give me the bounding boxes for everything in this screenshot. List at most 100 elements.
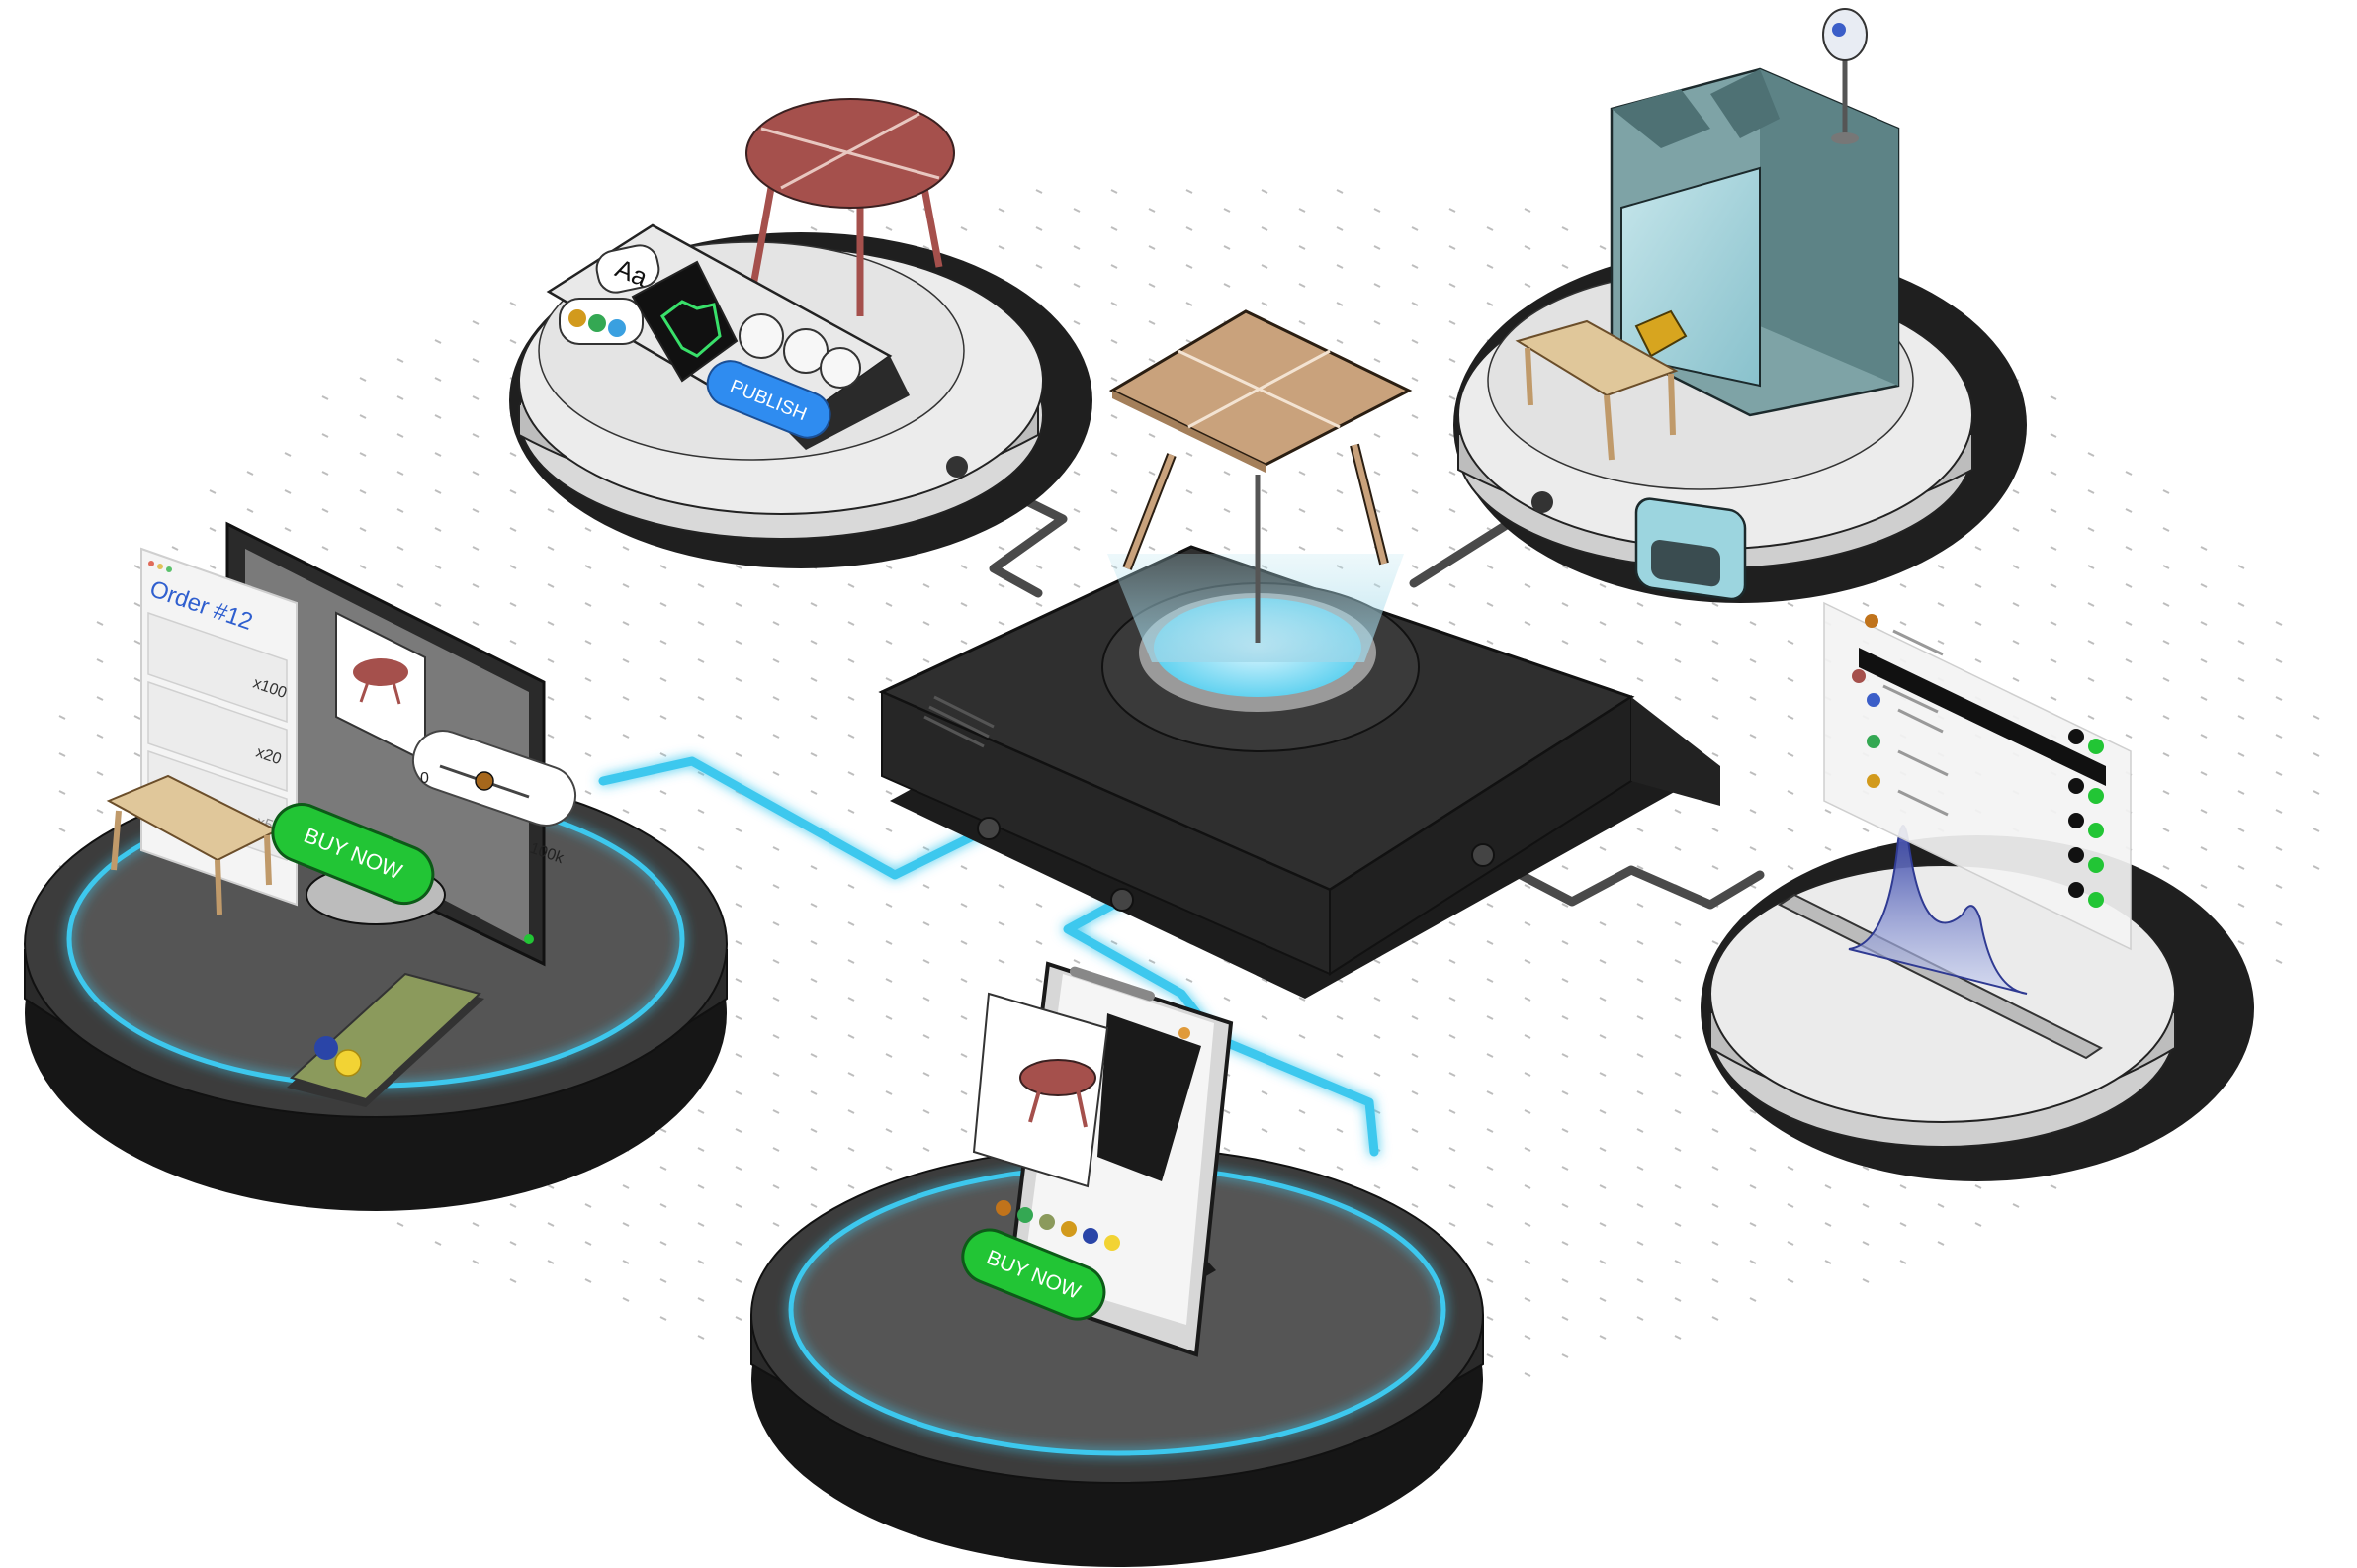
grid-dot [434, 414, 442, 419]
grid-dot [584, 565, 592, 569]
grid-dot [622, 658, 630, 663]
grid-dot [1298, 283, 1306, 288]
grid-dot [1749, 1109, 1757, 1114]
grid-dot [1524, 1335, 1531, 1340]
grid-dot [1223, 1147, 1231, 1152]
grid-dot [847, 696, 855, 701]
grid-dot [1035, 189, 1043, 194]
order-row-2[interactable] [147, 680, 288, 793]
grid-dot [1749, 1222, 1757, 1227]
grid-dot [772, 621, 780, 626]
grid-dot [2237, 602, 2245, 607]
grid-dot [810, 978, 818, 983]
grid-dot [2275, 809, 2283, 814]
grid-dot [1261, 489, 1268, 494]
grid-dot [1298, 508, 1306, 513]
grid-dot [2162, 677, 2170, 682]
grid-dot [922, 921, 930, 926]
grid-dot [1336, 489, 1344, 494]
grid-dot [2162, 527, 2170, 532]
swatch-orange[interactable] [568, 309, 586, 327]
grid-dot [321, 508, 329, 513]
grid-dot [547, 546, 555, 551]
swatch-green[interactable] [588, 314, 606, 332]
grid-dot [847, 734, 855, 739]
font-button[interactable] [593, 242, 661, 296]
grid-dot [1073, 471, 1081, 476]
grid-dot [998, 546, 1005, 551]
grid-dot [1448, 1147, 1456, 1152]
web-store-station: Order #12 x100 x20 x50 0 100k BUY NOW [24, 521, 728, 1211]
grid-dot [659, 715, 667, 720]
shirt-icon [659, 300, 722, 358]
grid-dot [2050, 433, 2057, 438]
grid-dot [1711, 940, 1719, 945]
mobile-swatch-4[interactable] [1061, 1221, 1077, 1237]
grid-dot [1073, 583, 1081, 588]
grid-dot [1261, 189, 1268, 194]
swatch-blue[interactable] [608, 319, 626, 337]
grid-dot [2313, 715, 2320, 720]
grid-dot [1636, 1316, 1644, 1321]
grid-dot [1636, 1090, 1644, 1095]
grid-dot [1674, 1222, 1682, 1227]
grid-dot [735, 752, 742, 757]
grid-dot [885, 226, 893, 231]
grid-dot [396, 471, 404, 476]
grid-dot [1599, 1335, 1607, 1340]
grid-dot [735, 677, 742, 682]
grid-dot [396, 395, 404, 400]
grid-dot [810, 677, 818, 682]
grid-dot [1261, 978, 1268, 983]
grid-dot [735, 602, 742, 607]
grid-dot [472, 395, 480, 400]
grid-dot [58, 752, 66, 757]
option-dial-1[interactable] [739, 313, 784, 359]
grid-dot [735, 565, 742, 569]
mobile-swatch-1[interactable] [996, 1200, 1011, 1216]
option-dial-2[interactable] [783, 328, 829, 374]
mobile-swatch-5[interactable] [1083, 1228, 1098, 1244]
grid-dot [922, 997, 930, 1002]
grid-dot [1411, 452, 1419, 457]
mobile-swatch-2[interactable] [1017, 1207, 1033, 1223]
grid-dot [1223, 997, 1231, 1002]
grid-dot [1561, 865, 1569, 870]
grid-dot [810, 1090, 818, 1095]
grid-dot [547, 1222, 555, 1227]
grid-dot [960, 602, 968, 607]
mobile-swatch-3[interactable] [1039, 1214, 1055, 1230]
grid-dot [922, 1034, 930, 1039]
grid-dot [810, 715, 818, 720]
grid-dot [1336, 452, 1344, 457]
grid-dot [1261, 264, 1268, 269]
grid-dot [2087, 640, 2095, 645]
grid-dot [1486, 302, 1494, 306]
grid-dot [2237, 903, 2245, 908]
grid-dot [1486, 1241, 1494, 1246]
grid-dot [1336, 189, 1344, 194]
grid-dot [1599, 1147, 1607, 1152]
grid-dot [1373, 1109, 1381, 1114]
grid-dot [1561, 903, 1569, 908]
grid-dot [396, 433, 404, 438]
grid-dot [1711, 1090, 1719, 1095]
mobile-swatch-6[interactable] [1104, 1235, 1120, 1251]
option-dial-3[interactable] [820, 347, 861, 389]
grid-dot [659, 752, 667, 757]
grid-dot [622, 734, 630, 739]
grid-dot [622, 809, 630, 814]
grid-dot [472, 508, 480, 513]
grid-dot [697, 1297, 705, 1302]
slider-handle[interactable] [475, 771, 494, 791]
grid-dot [1148, 471, 1156, 476]
grid-dot [1524, 1147, 1531, 1152]
grid-dot [1411, 264, 1419, 269]
grid-dot [1223, 471, 1231, 476]
grid-dot [810, 940, 818, 945]
order-row-1[interactable] [147, 611, 288, 724]
grid-dot [1636, 1203, 1644, 1208]
grid-dot [472, 320, 480, 325]
grid-dot [1223, 245, 1231, 250]
grid-dot [58, 828, 66, 832]
